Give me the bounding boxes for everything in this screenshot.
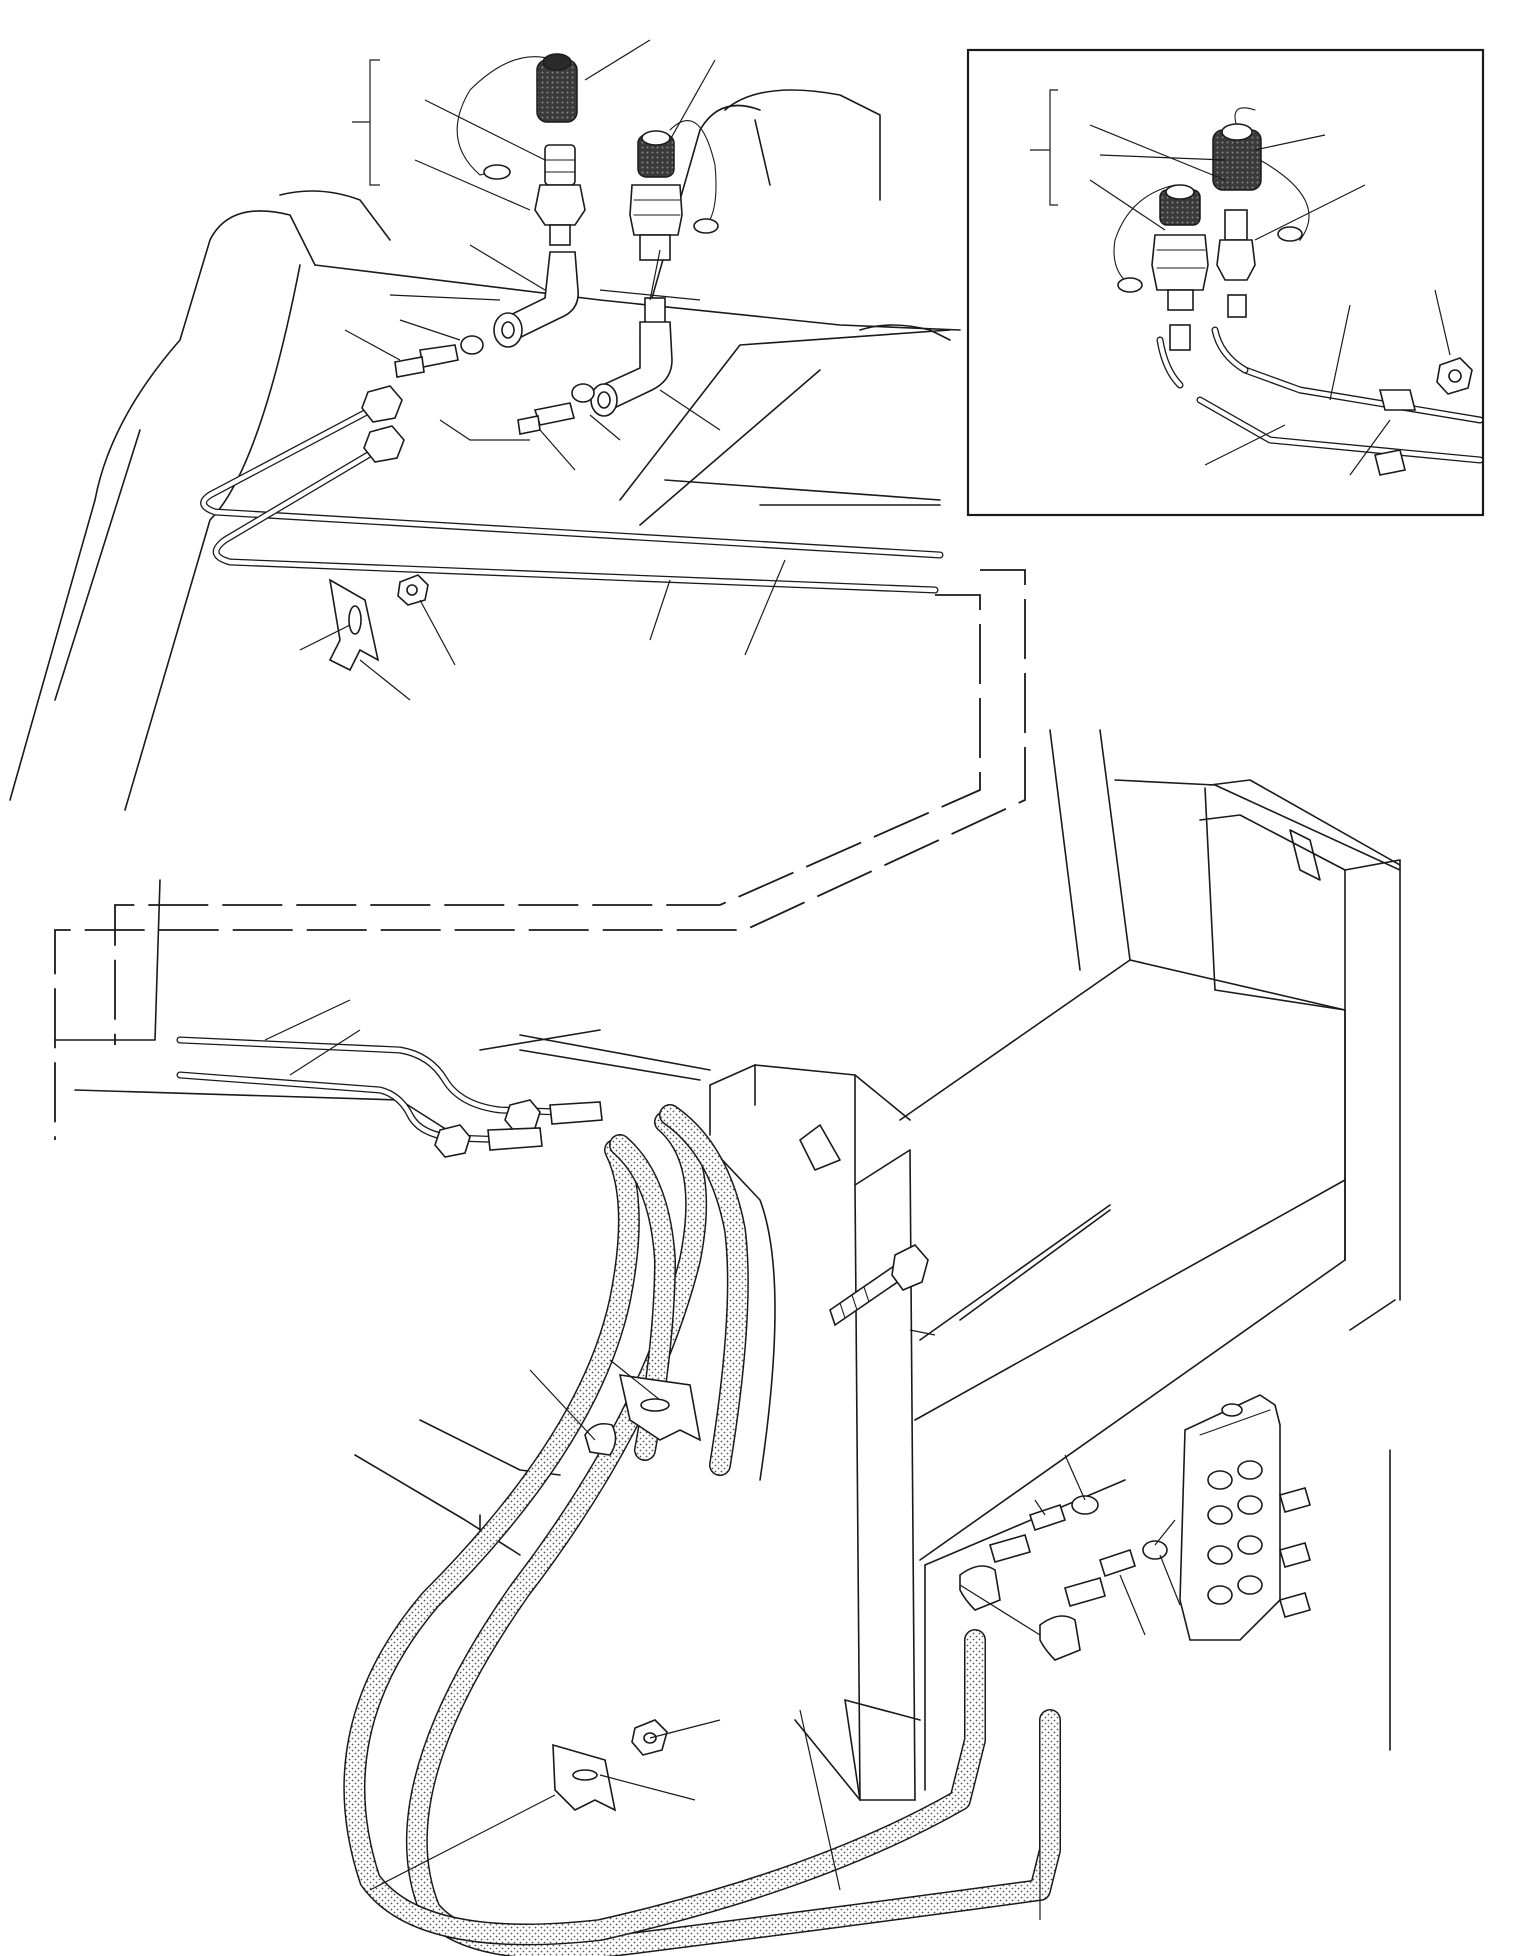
dust-cap-top <box>542 53 572 71</box>
valve-spool-2 <box>1279 1542 1311 1568</box>
hose-clamp-bottom <box>552 1719 668 1812</box>
pipe-nut-1 <box>361 385 403 423</box>
inset-clamp-lower <box>1374 449 1406 476</box>
pipe-nut-mid-2 <box>434 1124 471 1158</box>
mounting-bolt <box>829 1244 929 1327</box>
o-ring-left <box>460 335 484 355</box>
inset-frame <box>966 48 1485 517</box>
leader-lines <box>264 39 1451 1920</box>
hidden-route-lines <box>54 569 1026 1140</box>
valve-spool-1 <box>1279 1487 1311 1513</box>
valve-port-1 <box>1207 1470 1233 1490</box>
male-coupler <box>544 144 576 186</box>
pipe-nut-mid-1 <box>504 1099 541 1133</box>
inset-clamp-upper <box>1378 389 1417 411</box>
adapter-valve-1 <box>1028 1503 1067 1532</box>
o-ring-right <box>571 383 595 403</box>
control-valve-block <box>1179 1394 1311 1641</box>
adapter-right <box>533 402 575 426</box>
steel-pipes-upper <box>200 401 944 594</box>
female-coupler <box>629 184 683 236</box>
steel-pipes-lower <box>176 1036 564 1144</box>
adapter-valve-2 <box>1099 1548 1136 1578</box>
adapter-left <box>419 344 459 368</box>
coupler-hex-body <box>534 184 586 226</box>
coupler-nipple <box>549 224 571 246</box>
tether-ring-right <box>693 218 719 234</box>
cap-nut <box>584 1422 617 1456</box>
cap-tether <box>456 56 566 176</box>
pipe-nut-2 <box>363 425 405 463</box>
valve-fittings <box>959 1495 1168 1661</box>
hose-adapter-2 <box>487 1127 543 1151</box>
hose-end-elbow-1 <box>959 1565 1001 1611</box>
o-ring-valve-1 <box>1071 1495 1099 1515</box>
quick-coupler-assembly-left <box>361 53 586 463</box>
inset-female-coupler <box>1151 234 1209 291</box>
tether-ring <box>483 164 511 180</box>
machine-frame <box>9 89 1401 1801</box>
hose-clamp-middle <box>584 1374 702 1456</box>
detail-inset <box>966 48 1485 517</box>
hose-end-elbow-2 <box>1039 1615 1081 1661</box>
bolt-head <box>891 1244 929 1291</box>
coupler-nipple-right <box>644 297 666 324</box>
pipe-clamp-top <box>328 574 429 672</box>
o-ring-valve-2 <box>1142 1540 1168 1560</box>
hose-adapter-1 <box>549 1101 603 1125</box>
hydraulic-hoses <box>343 1104 1061 1956</box>
quick-coupler-assembly-right <box>517 120 719 435</box>
inset-male-coupler <box>1224 209 1248 241</box>
pipe-to-hose-fittings <box>434 1099 603 1158</box>
